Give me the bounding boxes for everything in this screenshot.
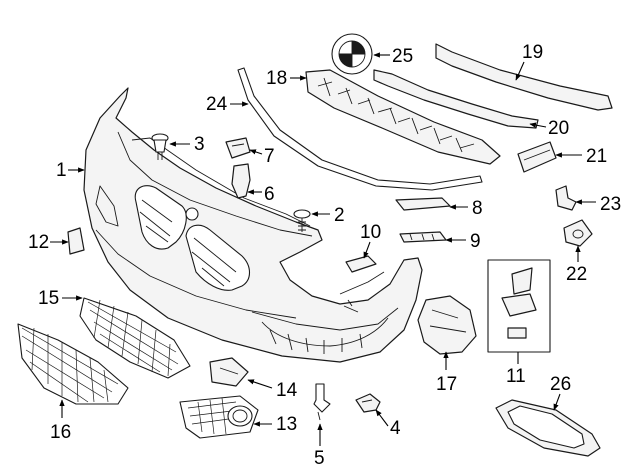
callout-20[interactable]: 20 bbox=[529, 118, 569, 139]
callout-6[interactable]: 6 bbox=[247, 184, 275, 205]
callout-label-4: 4 bbox=[390, 418, 401, 439]
callout-25[interactable]: 25 bbox=[373, 46, 413, 67]
trim-ring-part-26[interactable] bbox=[495, 399, 601, 457]
bumper-cover[interactable] bbox=[83, 87, 423, 363]
callout-4[interactable]: 4 bbox=[375, 409, 401, 439]
callout-label-26: 26 bbox=[550, 374, 571, 395]
callout-12[interactable]: 12 bbox=[28, 232, 69, 253]
callout-label-21: 21 bbox=[586, 146, 607, 167]
callout-label-15: 15 bbox=[38, 288, 59, 309]
callout-label-7: 7 bbox=[264, 146, 275, 167]
callout-10[interactable]: 10 bbox=[360, 222, 381, 259]
callout-label-11: 11 bbox=[506, 366, 526, 387]
trim-part-9[interactable] bbox=[399, 231, 447, 243]
callout-label-17: 17 bbox=[436, 374, 457, 395]
bracket-part-7[interactable] bbox=[225, 137, 251, 159]
callout-1[interactable]: 1 bbox=[56, 160, 85, 181]
mount-bracket-part-21[interactable] bbox=[517, 141, 557, 173]
bracket-part-14[interactable] bbox=[209, 357, 249, 387]
callout-9[interactable]: 9 bbox=[445, 231, 481, 252]
molding-strip-part-24[interactable] bbox=[237, 67, 483, 191]
callout-label-18: 18 bbox=[266, 68, 287, 89]
callout-label-9: 9 bbox=[470, 231, 481, 252]
callout-23[interactable]: 23 bbox=[575, 194, 621, 215]
cover-part-10[interactable] bbox=[345, 255, 377, 273]
reinforcement-part-20[interactable] bbox=[373, 69, 539, 129]
callout-label-1: 1 bbox=[56, 160, 67, 181]
callout-label-2: 2 bbox=[334, 205, 345, 226]
callout-label-8: 8 bbox=[472, 198, 483, 219]
tow-cover-part-22[interactable] bbox=[563, 219, 593, 247]
callout-label-23: 23 bbox=[600, 194, 621, 215]
lower-grille-part-15[interactable] bbox=[79, 297, 191, 379]
callout-21[interactable]: 21 bbox=[555, 146, 607, 167]
clip-part-2[interactable] bbox=[293, 209, 311, 232]
rivet-part-3[interactable] bbox=[151, 133, 169, 160]
callout-26[interactable]: 26 bbox=[550, 374, 571, 411]
callout-label-19: 19 bbox=[522, 42, 543, 63]
callout-7[interactable]: 7 bbox=[249, 146, 275, 167]
callout-label-13: 13 bbox=[276, 414, 297, 435]
callout-24[interactable]: 24 bbox=[206, 94, 249, 115]
callout-11[interactable]: 11 bbox=[506, 352, 526, 387]
callout-label-10: 10 bbox=[360, 222, 381, 243]
upper-bar-part-19[interactable] bbox=[435, 43, 613, 111]
callout-19[interactable]: 19 bbox=[515, 42, 543, 81]
cover-part-12[interactable] bbox=[67, 227, 85, 255]
callout-18[interactable]: 18 bbox=[266, 68, 307, 89]
fog-grille-part-13[interactable] bbox=[179, 395, 259, 439]
callout-3[interactable]: 3 bbox=[169, 134, 205, 155]
callout-17[interactable]: 17 bbox=[436, 351, 457, 395]
callout-5[interactable]: 5 bbox=[314, 423, 325, 469]
callout-label-5: 5 bbox=[314, 448, 325, 469]
bracket-part-23[interactable] bbox=[555, 185, 577, 211]
callout-15[interactable]: 15 bbox=[38, 288, 83, 309]
bracket-part-6[interactable] bbox=[231, 163, 251, 199]
bracket-kit-part-11[interactable] bbox=[487, 259, 551, 353]
callout-label-16: 16 bbox=[50, 422, 71, 443]
callout-label-3: 3 bbox=[194, 134, 205, 155]
trim-part-8[interactable] bbox=[395, 197, 451, 211]
bracket-clip-part-4[interactable] bbox=[355, 393, 381, 413]
callout-8[interactable]: 8 bbox=[449, 198, 483, 219]
callout-label-22: 22 bbox=[566, 264, 587, 285]
callout-label-24: 24 bbox=[206, 94, 228, 115]
callout-16[interactable]: 16 bbox=[50, 399, 71, 443]
air-duct-part-17[interactable] bbox=[417, 295, 477, 355]
emblem-part-25[interactable] bbox=[331, 33, 373, 75]
callout-label-6: 6 bbox=[264, 184, 275, 205]
callout-label-14: 14 bbox=[276, 380, 298, 401]
callout-14[interactable]: 14 bbox=[247, 379, 298, 401]
side-grille-part-16[interactable] bbox=[17, 323, 129, 405]
callout-label-25: 25 bbox=[392, 46, 413, 67]
callout-2[interactable]: 2 bbox=[311, 205, 345, 226]
energy-absorber-part-18[interactable] bbox=[305, 69, 501, 165]
callout-22[interactable]: 22 bbox=[566, 245, 587, 285]
callout-label-12: 12 bbox=[28, 232, 49, 253]
callout-13[interactable]: 13 bbox=[253, 414, 297, 435]
callout-label-20: 20 bbox=[548, 118, 569, 139]
push-pin-part-5[interactable] bbox=[313, 383, 331, 421]
